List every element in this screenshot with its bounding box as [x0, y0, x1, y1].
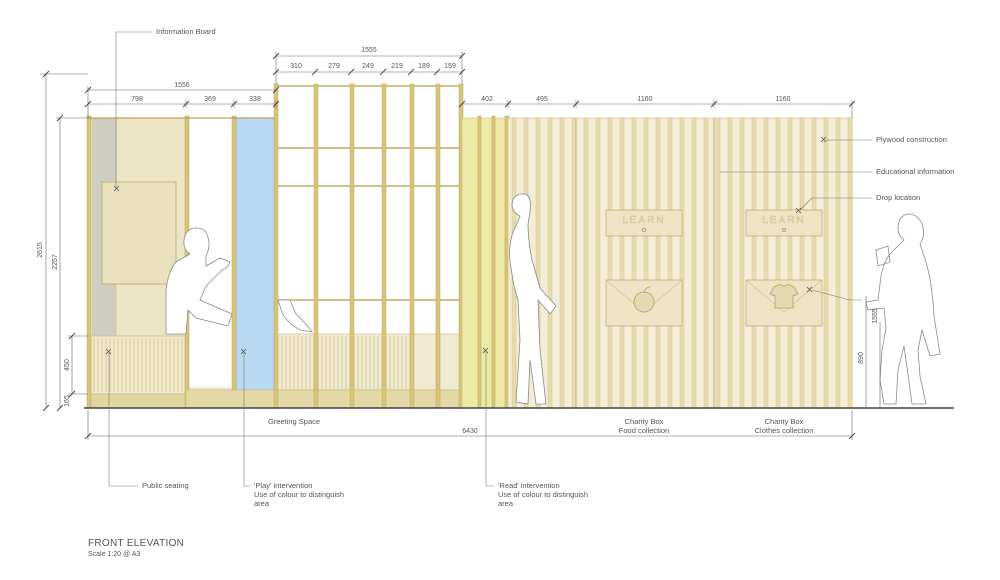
dim-middle-seg-4: 219 — [391, 63, 403, 70]
dim-height-total: 2615 — [37, 242, 44, 258]
charity-box-clothes: LEARN — [745, 209, 823, 327]
dim-height-box: 890 — [858, 352, 865, 364]
slatted-wall: LEARN LEARN — [507, 117, 853, 409]
dim-left-seg-3: 338 — [249, 96, 261, 103]
title-block: FRONT ELEVATION Scale 1:20 @ A3 — [88, 538, 184, 558]
learn-text-clothes: LEARN — [762, 215, 805, 226]
middle-bench — [275, 333, 463, 391]
read-area — [461, 115, 510, 409]
wall-slats — [511, 117, 853, 409]
label-drop-location: Drop location — [876, 193, 920, 202]
apple-icon — [633, 286, 655, 313]
dim-height-upper: 2257 — [52, 254, 59, 270]
label-read-title: 'Read' intervention — [498, 481, 560, 490]
dim-height-drop: 1555 — [872, 308, 879, 324]
drawing-title: FRONT ELEVATION — [88, 538, 185, 549]
dim-middle-seg-3: 249 — [362, 63, 374, 70]
label-public-seating: Public seating — [142, 481, 189, 490]
charity-box-food: LEARN — [605, 209, 683, 327]
label-plywood: Plywood construction — [876, 135, 947, 144]
seated-person-left — [165, 227, 233, 335]
play-blue-panel — [235, 117, 277, 391]
dim-middle-seg-2: 279 — [328, 63, 340, 70]
tshirt-icon — [769, 283, 799, 309]
annotation-labels: Information Board Plywood construction E… — [142, 27, 954, 508]
learn-sign-food — [605, 209, 683, 237]
label-educational: Educational information — [876, 167, 954, 176]
middle-rails — [276, 85, 462, 301]
label-read-line1: Use of colour to distinguish — [498, 490, 588, 499]
label-read-line2: area — [498, 499, 514, 508]
standing-person-read — [509, 193, 557, 405]
label-charity-food-1: Charity Box — [625, 417, 664, 426]
dim-left-seg-1: 798 — [131, 96, 143, 103]
label-charity-clothes-2: Clothes collection — [755, 426, 814, 435]
dimension-ticks — [42, 52, 856, 440]
walking-person-right — [865, 213, 941, 405]
label-charity-clothes-1: Charity Box — [765, 417, 804, 426]
information-board — [101, 181, 177, 285]
label-play-line2: area — [254, 499, 270, 508]
label-charity-food-2: Food collection — [619, 426, 669, 435]
dim-right-seg-4: 1160 — [775, 96, 790, 103]
read-yellow-panel — [461, 117, 509, 409]
dim-left-total: 1556 — [174, 82, 190, 89]
label-information-board: Information Board — [156, 27, 216, 36]
label-play-title: 'Play' intervention — [254, 481, 312, 490]
dimension-labels: 1556 798 369 338 1555 310 279 249 219 18… — [37, 47, 879, 435]
learn-text-food: LEARN — [622, 215, 665, 226]
leader-lines — [108, 31, 872, 487]
dim-left-seg-2: 369 — [204, 96, 216, 103]
x-markers — [105, 136, 827, 355]
dim-right-seg-2: 495 — [536, 96, 548, 103]
left-base — [87, 393, 187, 409]
label-play-line1: Use of colour to distinguish — [254, 490, 344, 499]
dim-middle-seg-6: 159 — [444, 63, 456, 70]
human-figures — [165, 193, 941, 405]
dim-height-base: 165 — [64, 395, 71, 407]
dim-middle-seg-1: 310 — [290, 63, 302, 70]
dim-middle-seg-5: 189 — [418, 63, 430, 70]
dim-right-seg-3: 1160 — [637, 96, 652, 103]
drawing-scale: Scale 1:20 @ A3 — [88, 551, 141, 558]
dim-right-seg-1: 402 — [481, 96, 493, 103]
bag-icon — [875, 245, 891, 267]
dim-middle-total: 1555 — [361, 47, 377, 54]
dimension-lines — [40, 52, 881, 440]
bench-slats — [93, 338, 183, 392]
dim-height-bench: 450 — [64, 359, 71, 371]
label-greeting-space: Greeting Space — [268, 417, 320, 426]
dim-overall: 6430 — [462, 428, 478, 435]
reclining-person — [277, 299, 313, 333]
